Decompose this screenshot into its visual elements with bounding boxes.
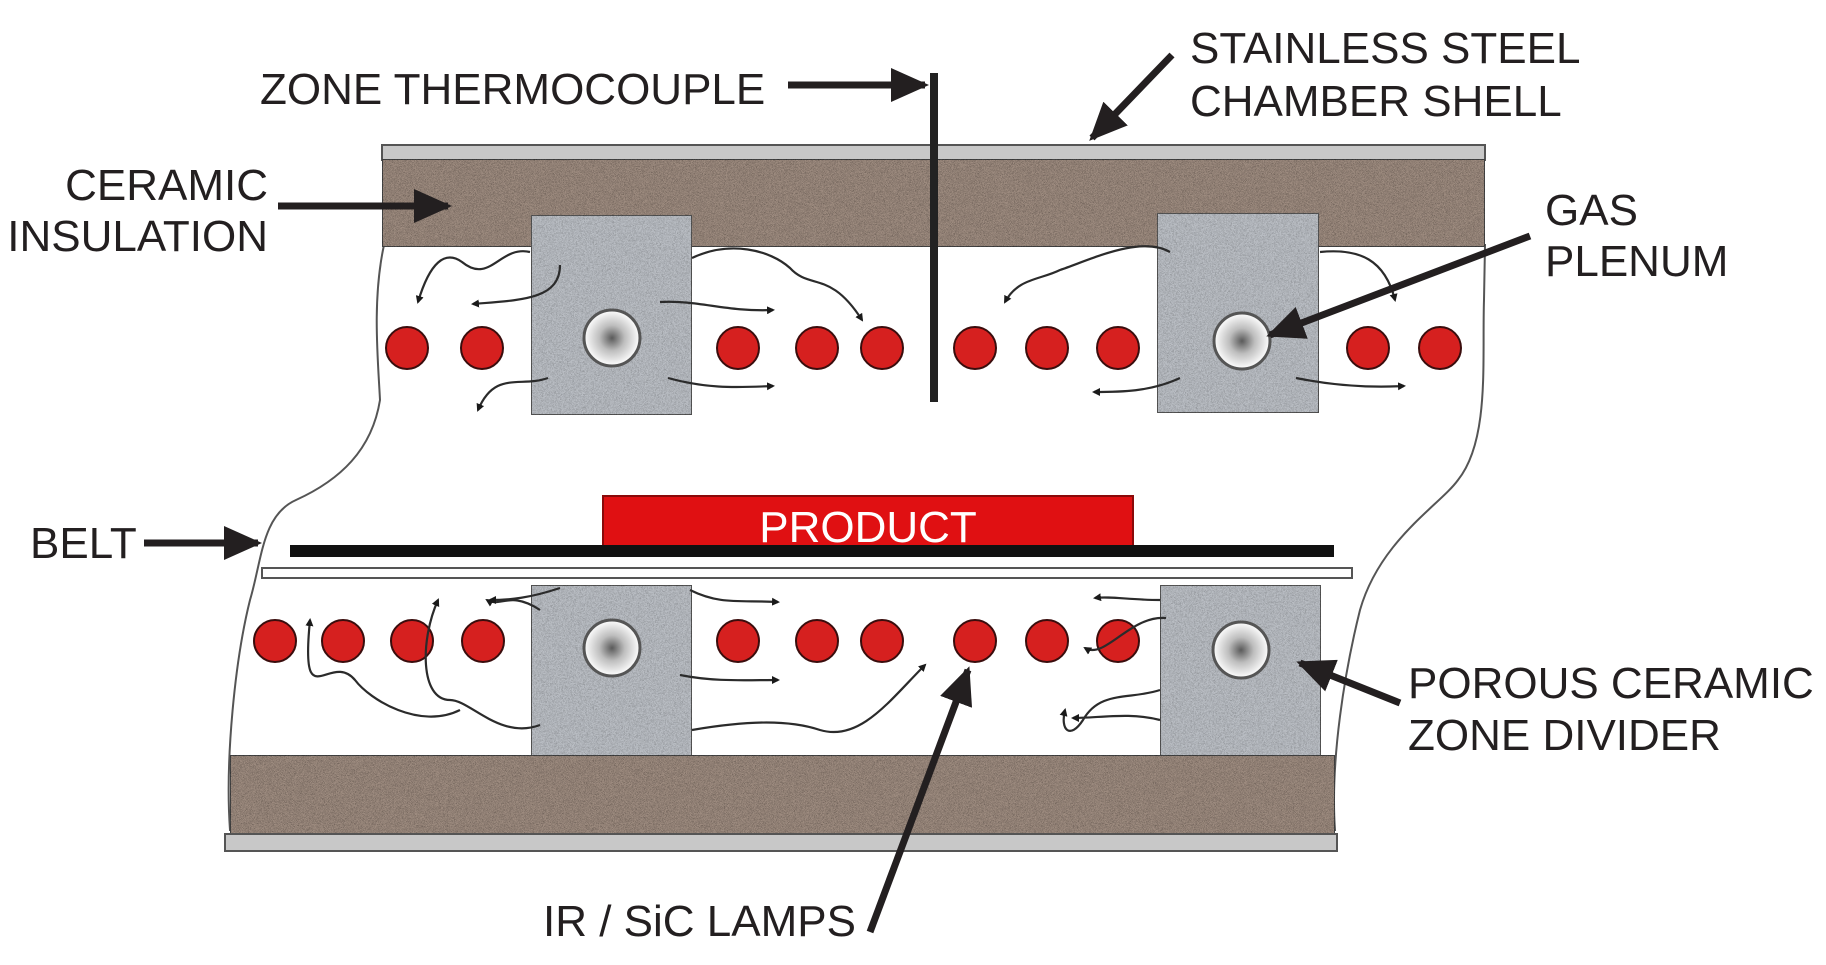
lamp [461, 619, 505, 663]
lamp [795, 619, 839, 663]
gas-plenum-top-left [582, 308, 642, 368]
lamp-row-top [385, 326, 1462, 370]
product [602, 495, 1134, 553]
lamp [860, 326, 904, 370]
lamp [795, 326, 839, 370]
lamp [321, 619, 365, 663]
lamp [716, 619, 760, 663]
lamp [385, 326, 429, 370]
lamp [860, 619, 904, 663]
belt [290, 545, 1334, 557]
lamp [460, 326, 504, 370]
gas-plenum-top-right [1212, 311, 1272, 371]
lamp [253, 619, 297, 663]
lamps-arrow [866, 666, 973, 934]
lamp [390, 619, 434, 663]
zone-divider-arrow [1296, 659, 1402, 707]
belt-rail [261, 567, 1353, 579]
label-stainless-steel-line1: STAINLESS STEEL [1190, 24, 1580, 73]
label-gas-line1: GAS [1545, 186, 1638, 235]
lamp [953, 619, 997, 663]
product-label: PRODUCT [759, 503, 977, 552]
lamp [1025, 619, 1069, 663]
lamp [1418, 326, 1462, 370]
bottom-shell [224, 833, 1338, 852]
label-porous-line1: POROUS CERAMIC [1408, 659, 1814, 708]
lamp [1346, 326, 1390, 370]
label-ceramic-line2: INSULATION [7, 212, 268, 261]
label-belt: BELT [30, 519, 137, 568]
gas-flow-bottom [305, 586, 1167, 734]
lamp [1025, 326, 1069, 370]
gas-plenum-bottom-right [1211, 620, 1271, 680]
lamp [1096, 619, 1140, 663]
label-gas-line2: PLENUM [1545, 237, 1728, 286]
lamp [1096, 326, 1140, 370]
leader-arrows [144, 52, 1532, 934]
lamp [953, 326, 997, 370]
label-zone-thermocouple: ZONE THERMOCOUPLE [260, 65, 765, 114]
label-ceramic-line1: CERAMIC [65, 161, 268, 210]
bottom-insulation [229, 754, 1336, 836]
label-lamps: IR / SiC LAMPS [543, 897, 856, 946]
zone-divider-bottom-left [530, 584, 693, 783]
label-stainless-steel-line2: CHAMBER SHELL [1190, 77, 1562, 126]
label-porous-line2: ZONE DIVIDER [1408, 711, 1721, 760]
gas-plenum-bottom-left [582, 618, 642, 678]
stainless-steel-arrow [1089, 52, 1175, 141]
zone-divider-bottom-right [1159, 584, 1322, 783]
gas-plenum-arrow [1266, 232, 1532, 339]
lamp [716, 326, 760, 370]
